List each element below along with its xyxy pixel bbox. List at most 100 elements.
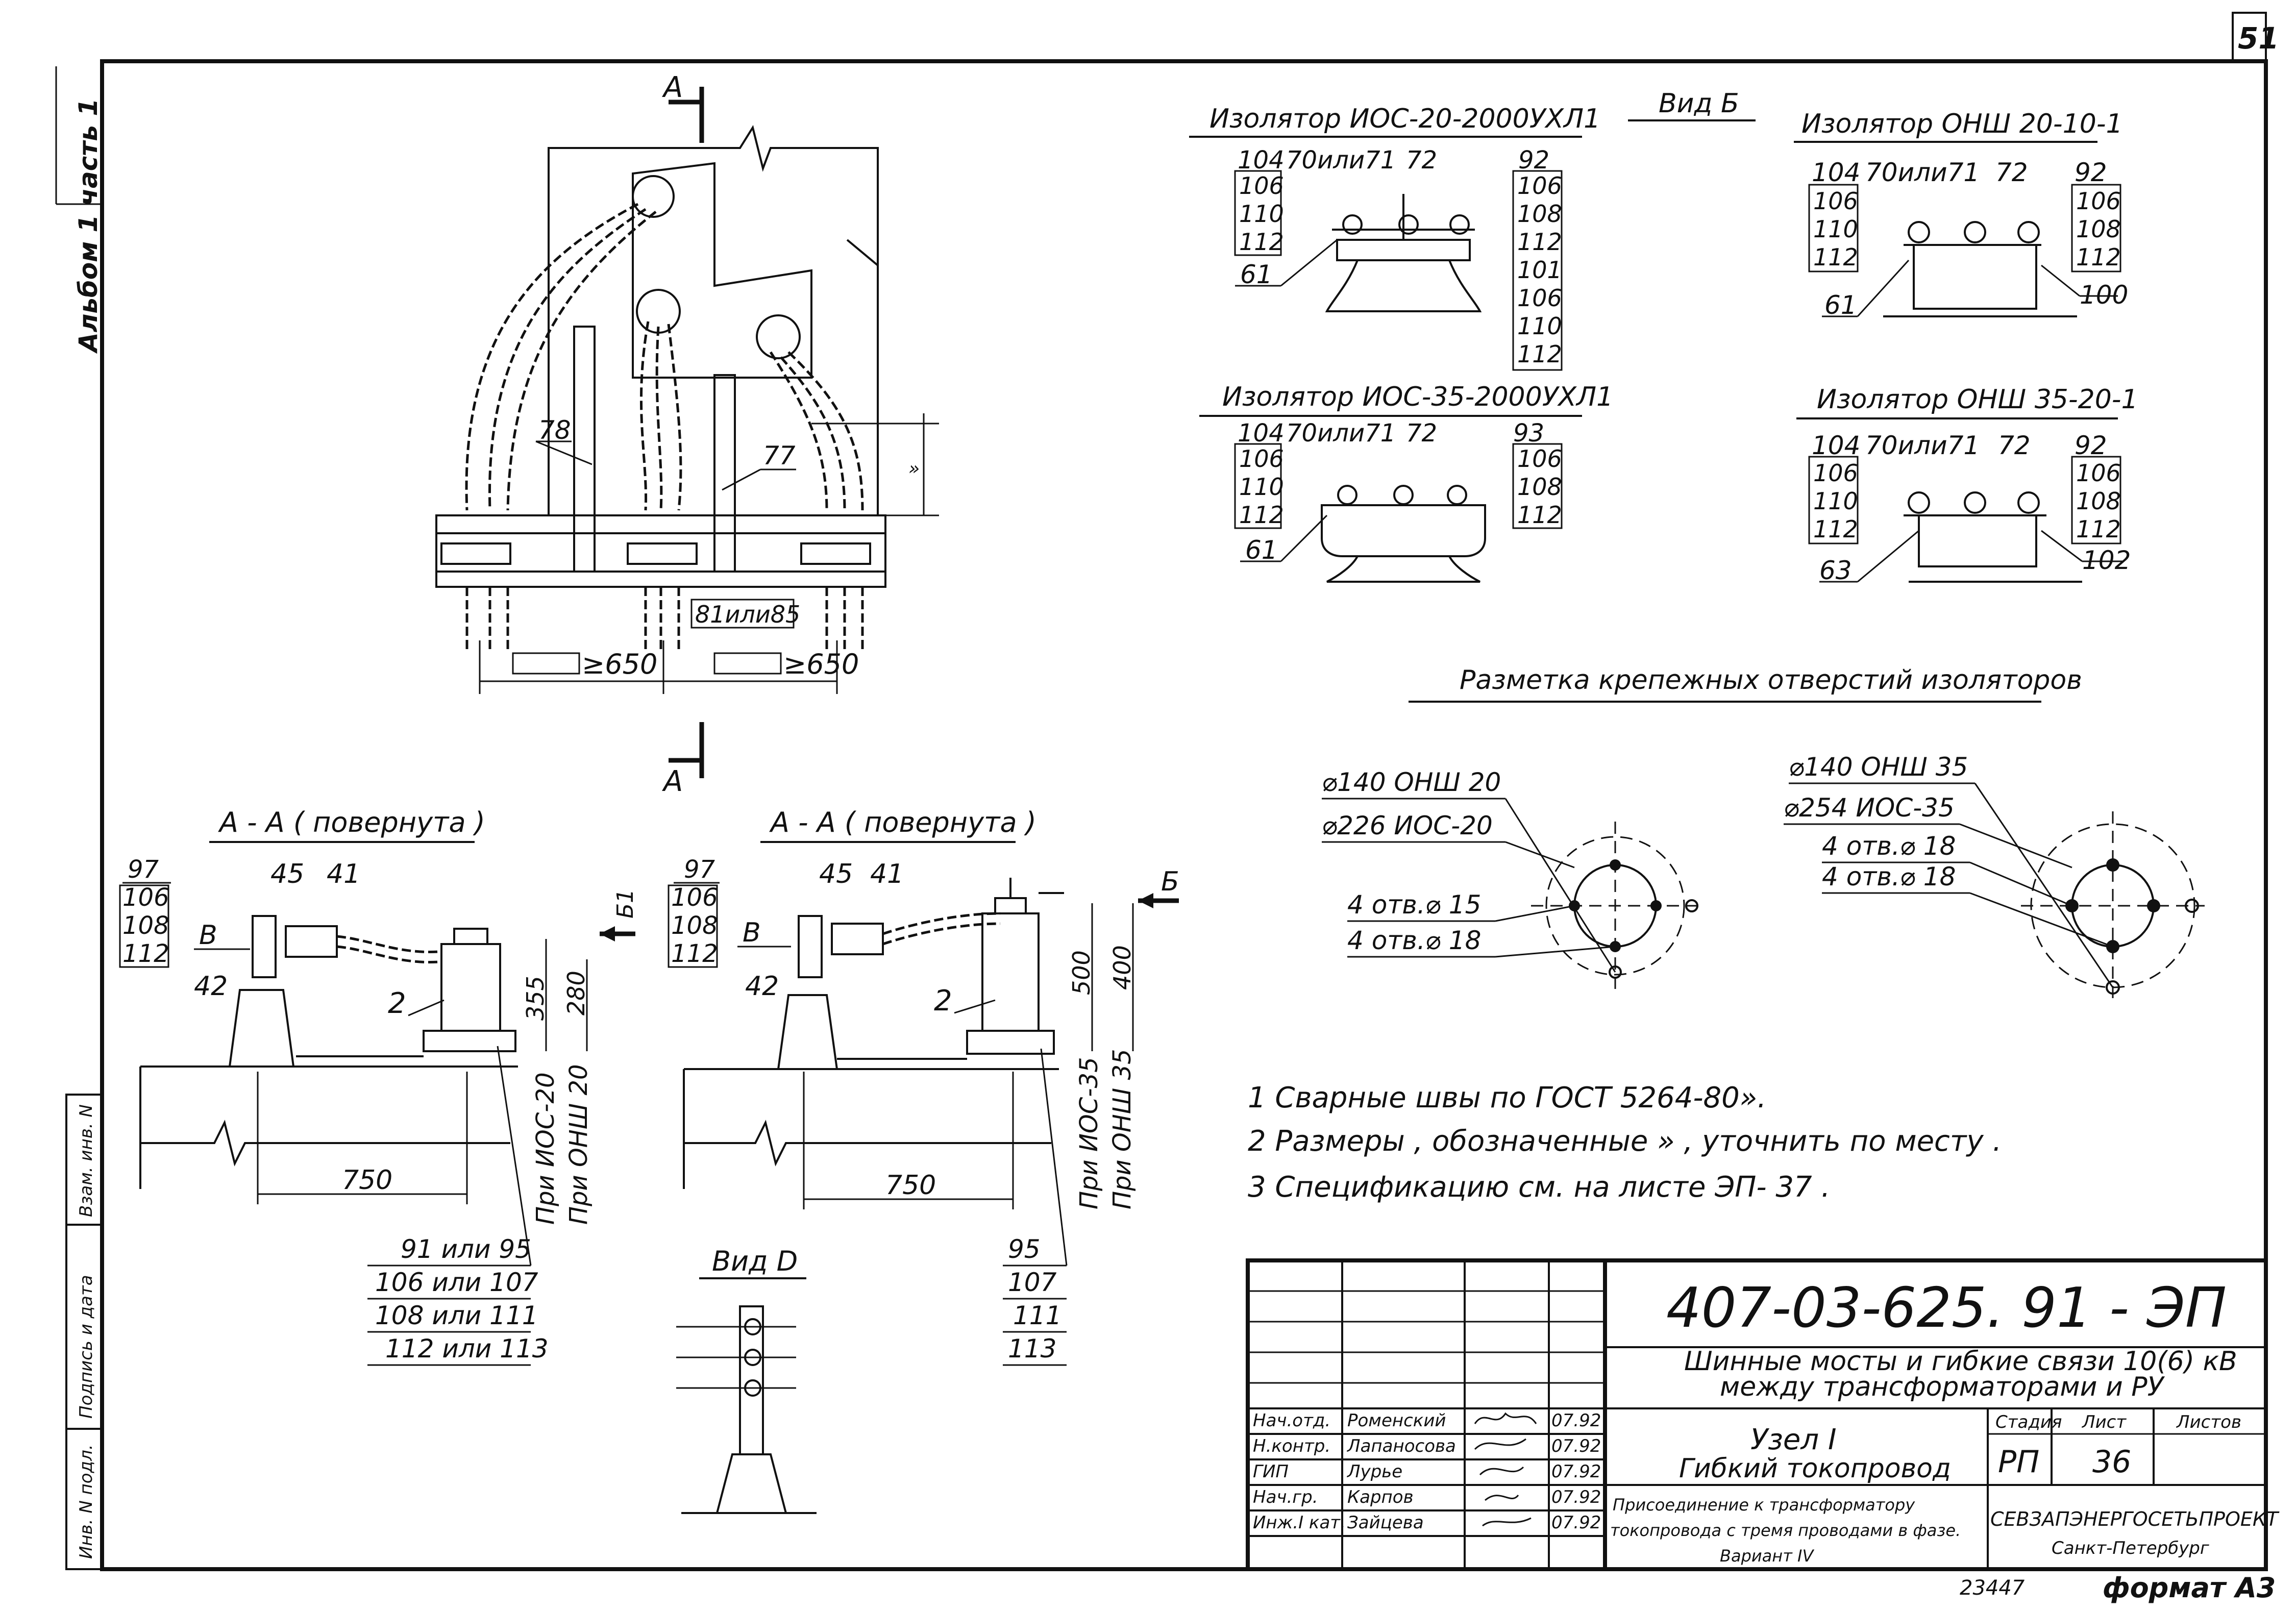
tb-date-0: 07.92 <box>1551 1410 1601 1431</box>
ios20-right-112: 112 <box>1517 228 1562 256</box>
onsh35-label-72: 72 <box>1998 431 2031 460</box>
aa-right-42: 42 <box>745 971 779 1002</box>
aa-right-108: 108 <box>671 911 718 940</box>
section-aa-right: А - А ( повернута ) 97 106 108 112 45 41… <box>600 806 1179 1366</box>
ios20-right-108: 108 <box>1517 200 1562 228</box>
tb-name-4: Зайцева <box>1347 1513 1424 1533</box>
ios35-right-108: 108 <box>1517 473 1562 501</box>
aa-right-bottom-113: 113 <box>1008 1334 1056 1364</box>
view-d: Вид D <box>676 1245 817 1514</box>
onsh20-label-72: 72 <box>1995 158 2028 187</box>
ios35-left-112: 112 <box>1239 501 1284 529</box>
sheet-number-box <box>2232 12 2267 62</box>
onsh35-right-112: 112 <box>2076 515 2121 543</box>
hole-marking-title: Разметка крепежных отверстий изоляторов <box>1460 665 2082 696</box>
format-label: формат А3 <box>2103 1572 2276 1604</box>
ios20-label-92: 92 <box>1518 146 1549 175</box>
section-aa-left: А - А ( повернута ) 97 106 108 112 45 41… <box>119 806 593 1366</box>
title-block: Нач.отд. Роменский 07.92 Н.контр. Лапано… <box>1246 1258 2280 1571</box>
hole-left-onsh20: ⌀140 ОНШ 20 <box>1322 767 1501 797</box>
aa-right-112: 112 <box>671 939 718 968</box>
onsh20-right-112: 112 <box>2076 243 2121 271</box>
album-label: Альбом 1 часть 1 <box>73 98 103 354</box>
section-aa-left-title: А - А ( повернута ) <box>218 806 485 838</box>
aa-right-bottom-111: 111 <box>1013 1301 1061 1330</box>
tb-desc2: токопровода с тремя проводами в фазе. <box>1610 1521 1961 1540</box>
ios20-right-112b: 112 <box>1517 340 1562 368</box>
aa-left-97: 97 <box>128 855 159 884</box>
side-strip: Альбом 1 часть 1 Взам. инв. N Подпись и … <box>55 66 103 1570</box>
callout-78: 78 <box>538 415 571 445</box>
tb-date-3: 07.92 <box>1551 1487 1601 1507</box>
onsh20-label-92: 92 <box>2075 158 2107 187</box>
tb-name-3: Карпов <box>1347 1487 1414 1507</box>
aa-left-112: 112 <box>122 939 169 968</box>
tb-name-1: Лапаносова <box>1346 1436 1456 1456</box>
ios20-right-106b: 106 <box>1517 284 1562 312</box>
note-3: 3 Спецификацию см. на листе ЭП- 37 . <box>1248 1171 1830 1204</box>
ios20-left-110: 110 <box>1239 200 1284 228</box>
onsh35-label-92: 92 <box>2075 431 2107 460</box>
aa-left-2: 2 <box>388 987 406 1020</box>
tb-title-line2: между трансформаторами и РУ <box>1720 1372 2165 1402</box>
tb-role-4: Инж.I кат. <box>1253 1513 1346 1533</box>
ios20-right-110: 110 <box>1517 312 1562 340</box>
ios20-label-70: 70или71 <box>1286 146 1396 175</box>
tb-sheets-label: Листов <box>2176 1412 2241 1432</box>
tb-date-1: 07.92 <box>1551 1436 1601 1456</box>
hole-right-onsh35: ⌀140 ОНШ 35 <box>1789 752 1968 782</box>
tb-name-0: Роменский <box>1347 1410 1446 1431</box>
onsh35-label-102: 102 <box>2082 546 2131 575</box>
tb-org1: СЕВЗАПЭНЕРГОСЕТЬПРОЕКТ <box>1990 1508 2280 1530</box>
notes: 1 Сварные швы по ГОСТ 5264-80». 2 Размер… <box>1248 1081 2002 1204</box>
onsh35-label-70: 70или71 <box>1865 431 1980 460</box>
ios35-label-93: 93 <box>1513 419 1544 448</box>
onsh20-label-104: 104 <box>1812 158 1860 187</box>
replace-inv-label: Взам. инв. N <box>76 1104 96 1217</box>
onsh20-right-106: 106 <box>2076 187 2121 215</box>
aa-right-2: 2 <box>934 984 952 1018</box>
aa-right-106: 106 <box>671 883 718 912</box>
aa-left-b-label: В <box>199 920 217 951</box>
aa-right-pri-ios35: При ИОС-35 <box>1075 1057 1103 1209</box>
sign-date-label: Подпись и дата <box>76 1275 96 1419</box>
hole-marking: Разметка крепежных отверстий изоляторов … <box>1322 665 2205 1000</box>
main-plan-view: А А » <box>435 71 939 798</box>
onsh35-left-112: 112 <box>1813 515 1858 543</box>
aa-right-pri-onsh35: При ОНШ 35 <box>1108 1049 1137 1209</box>
insulator-onsh35-title: Изолятор ОНШ 35-20-1 <box>1817 384 2138 415</box>
onsh35-right-106: 106 <box>2076 459 2121 487</box>
onsh20-left-106: 106 <box>1813 187 1858 215</box>
aa-right-bottom-95: 95 <box>1008 1234 1041 1264</box>
callout-81-85: 81или85 <box>695 601 800 628</box>
sheet-number: 51 <box>2238 21 2279 56</box>
onsh35-label-104: 104 <box>1812 431 1860 460</box>
ios20-label-72: 72 <box>1406 146 1437 175</box>
onsh35-left-106: 106 <box>1813 459 1858 487</box>
stamp-bottom: 23447 <box>1960 1576 2025 1600</box>
ios35-label-104: 104 <box>1238 419 1285 448</box>
onsh20-left-112: 112 <box>1813 243 1858 271</box>
view-b-title: Вид Б <box>1659 88 1739 119</box>
ios35-label-61: 61 <box>1245 535 1278 565</box>
aa-right-dim-500: 500 <box>1068 950 1095 995</box>
aa-left-dim-750: 750 <box>342 1165 392 1196</box>
aa-right-dim-750: 750 <box>885 1170 936 1201</box>
tb-node-sub: Гибкий токопровод <box>1679 1453 1951 1484</box>
arrow-b-label: Б <box>1161 866 1179 897</box>
tb-role-3: Нач.гр. <box>1253 1487 1318 1507</box>
aa-left-pri-ios20: При ИОС-20 <box>531 1072 560 1225</box>
aa-right-97: 97 <box>684 855 715 884</box>
aa-right-b-label: В <box>743 918 761 948</box>
ios35-left-110: 110 <box>1239 473 1284 501</box>
tb-doc-code: 407-03-625. 91 - ЭП <box>1666 1276 2227 1340</box>
ios35-right-112: 112 <box>1517 501 1562 529</box>
arrow-b1-label: Б1 <box>612 889 638 919</box>
aa-left-bottom-112: 112 или 113 <box>385 1334 549 1364</box>
ios20-left-112: 112 <box>1239 228 1284 256</box>
tb-date-4: 07.92 <box>1551 1513 1601 1533</box>
tb-name-2: Лурье <box>1346 1461 1402 1482</box>
tb-sheet: 36 <box>2092 1444 2131 1480</box>
ios35-left-106: 106 <box>1239 445 1284 473</box>
onsh20-left-110: 110 <box>1813 215 1858 243</box>
